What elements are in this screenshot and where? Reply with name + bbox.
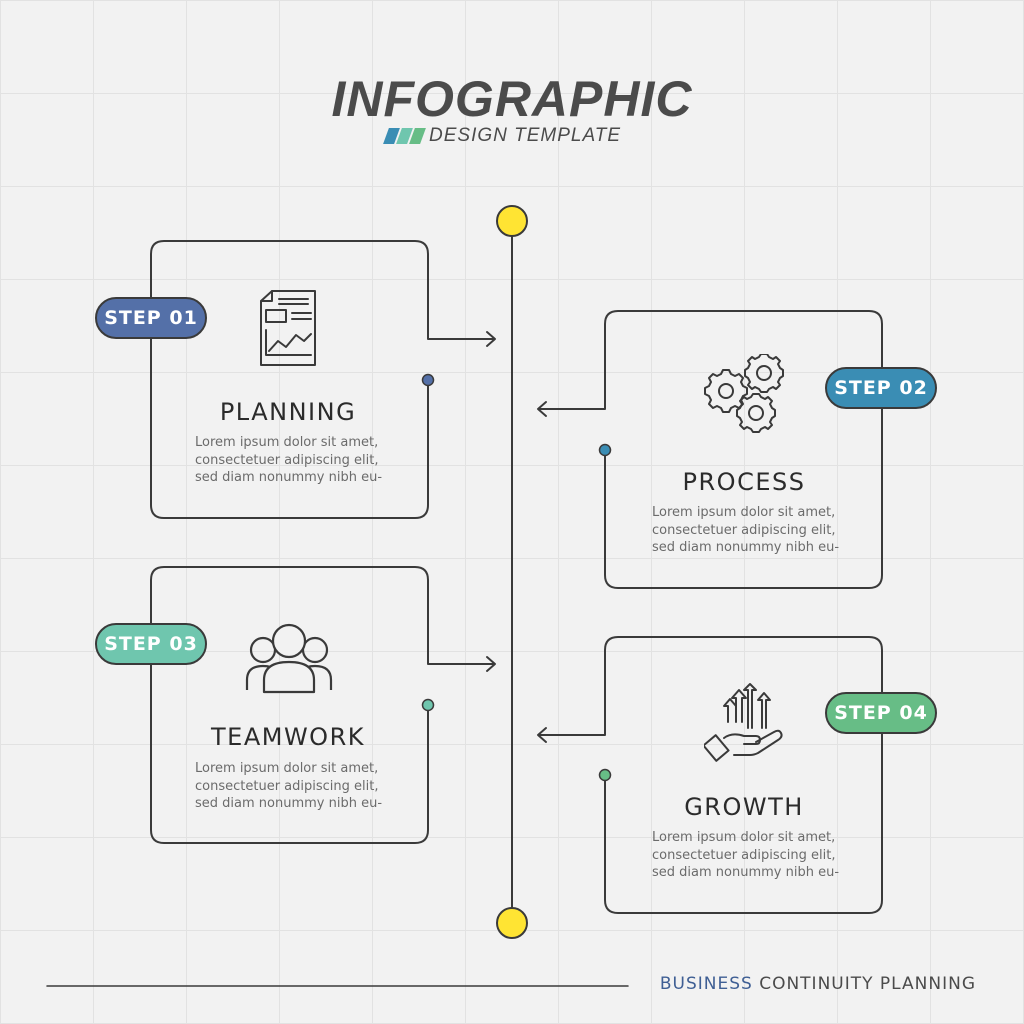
step-04-dot xyxy=(598,768,612,782)
step-03-heading: TEAMWORK xyxy=(211,723,365,751)
timeline-top-dot xyxy=(496,205,528,237)
subtitle-group: DESIGN TEMPLATE xyxy=(383,124,622,148)
page-subtitle: DESIGN TEMPLATE xyxy=(429,125,622,146)
step-01-dot xyxy=(421,373,435,387)
footer-accent: BUSINESS xyxy=(659,974,753,994)
footer-caption: BUSINESS CONTINUITY PLANNING xyxy=(660,974,976,994)
step-04-text-line: Lorem ipsum dolor sit amet, xyxy=(652,830,836,845)
step-02-dot xyxy=(598,443,612,457)
page-title: INFOGRAPHIC xyxy=(331,71,693,127)
step-02-arrow xyxy=(537,401,547,417)
step-02-heading: PROCESS xyxy=(682,468,806,496)
growth-hand-icon xyxy=(704,683,783,762)
step-03-box xyxy=(150,566,495,844)
step-04-text-line: consectetuer adipiscing elit, xyxy=(652,847,836,863)
step-04-arrow xyxy=(537,727,547,743)
step-03-arrow xyxy=(486,656,496,672)
step-01-text-line: sed diam nonummy nibh eu- xyxy=(195,470,383,485)
step-02-text-line: sed diam nonummy nibh eu- xyxy=(652,540,840,555)
step-02-text-line: Lorem ipsum dolor sit amet, xyxy=(652,505,836,520)
step-03-text-line: consectetuer adipiscing elit, xyxy=(195,778,379,794)
step-04-box xyxy=(538,636,883,914)
report-chart-icon xyxy=(260,290,316,366)
color-bars-icon xyxy=(383,128,426,144)
step-03-badge: STEP 03 xyxy=(95,623,207,665)
step-01-arrow xyxy=(486,331,496,347)
step-02-badge: STEP 02 xyxy=(825,367,937,409)
step-01-heading: PLANNING xyxy=(219,398,357,426)
step-01-badge: STEP 01 xyxy=(95,297,207,339)
footer-rest: CONTINUITY PLANNING xyxy=(752,974,976,994)
step-01-box xyxy=(150,240,495,519)
step-03-text-line: sed diam nonummy nibh eu- xyxy=(195,796,383,811)
step-04-description: Lorem ipsum dolor sit amet, consectetuer… xyxy=(652,829,852,882)
step-02-text-line: consectetuer adipiscing elit, xyxy=(652,522,836,538)
step-03-description: Lorem ipsum dolor sit amet, consectetuer… xyxy=(195,760,395,813)
step-04-badge: STEP 04 xyxy=(825,692,937,734)
timeline-bottom-dot xyxy=(496,907,528,939)
step-03-text-line: Lorem ipsum dolor sit amet, xyxy=(195,761,379,776)
step-03-dot xyxy=(421,698,435,712)
step-02-description: Lorem ipsum dolor sit amet, consectetuer… xyxy=(652,504,852,557)
step-01-description: Lorem ipsum dolor sit amet, consectetuer… xyxy=(195,434,395,487)
step-02-box xyxy=(538,310,883,589)
team-icon xyxy=(245,623,333,694)
gears-icon xyxy=(704,354,784,433)
step-04-text-line: sed diam nonummy nibh eu- xyxy=(652,865,840,880)
step-04-heading: GROWTH xyxy=(684,793,804,821)
step-01-text-line: consectetuer adipiscing elit, xyxy=(195,452,379,468)
step-01-text-line: Lorem ipsum dolor sit amet, xyxy=(195,435,379,450)
